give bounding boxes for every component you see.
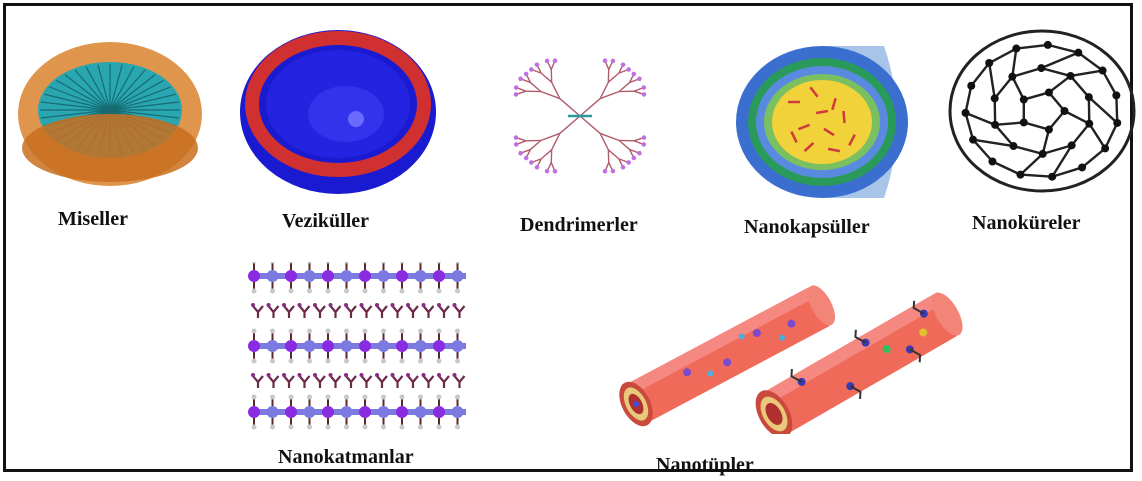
nanolayers-illustration bbox=[244, 262, 474, 432]
nanocapsules-label: Nanokapsüller bbox=[744, 216, 870, 239]
nanotubes-illustration bbox=[596, 264, 976, 434]
dendrimers-label: Dendrimerler bbox=[520, 214, 638, 237]
nanolayers-label: Nanokatmanlar bbox=[278, 446, 414, 469]
dendrimer-illustration bbox=[488, 34, 672, 196]
nanospheres-label: Nanoküreler bbox=[972, 212, 1081, 235]
micelle-illustration bbox=[14, 38, 206, 190]
micelles-label: Miseller bbox=[58, 208, 128, 231]
vesicles-label: Veziküller bbox=[282, 210, 369, 233]
nanotubes-label: Nanotüpler bbox=[656, 454, 754, 477]
figure-frame: Miseller Veziküller Dendrimerler Nanokap… bbox=[3, 3, 1133, 472]
nanosphere-illustration bbox=[944, 26, 1140, 196]
nanocapsule-illustration bbox=[734, 42, 912, 202]
vesicle-illustration bbox=[236, 24, 441, 199]
